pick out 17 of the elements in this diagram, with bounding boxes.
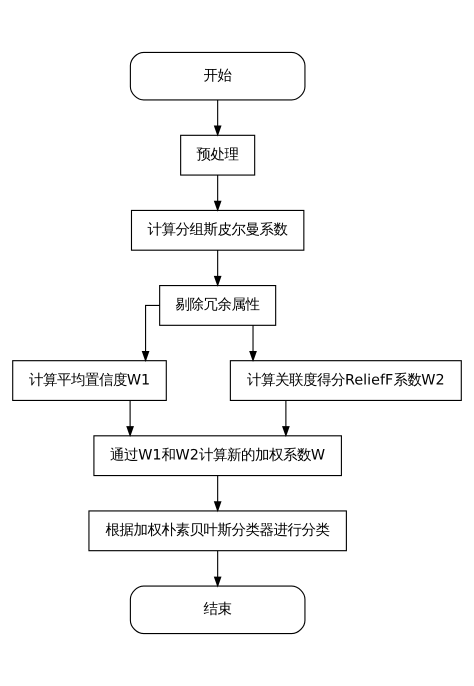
arrow bbox=[126, 400, 134, 438]
arrow bbox=[214, 100, 222, 137]
node-box: 结束 bbox=[130, 586, 306, 634]
arrow bbox=[214, 175, 222, 212]
node-box: 开始 bbox=[130, 52, 306, 100]
arrow bbox=[249, 326, 257, 362]
node-box: 通过W1和W2计算新的加权系数W bbox=[93, 435, 342, 476]
arrow bbox=[214, 550, 222, 588]
node-box: 计算平均置信度W1 bbox=[12, 360, 167, 401]
arrow bbox=[282, 400, 290, 438]
node-box: 根据加权朴素贝叶斯分类器进行分类 bbox=[88, 510, 347, 552]
node-box: 预处理 bbox=[180, 134, 256, 176]
node-box: 计算分组斯皮尔曼系数 bbox=[130, 210, 304, 251]
node-box: 剔除冗余属性 bbox=[159, 285, 276, 326]
arrow bbox=[214, 250, 222, 287]
node-box: 计算关联度得分ReliefF系数W2 bbox=[230, 360, 462, 401]
arrow bbox=[214, 476, 222, 512]
